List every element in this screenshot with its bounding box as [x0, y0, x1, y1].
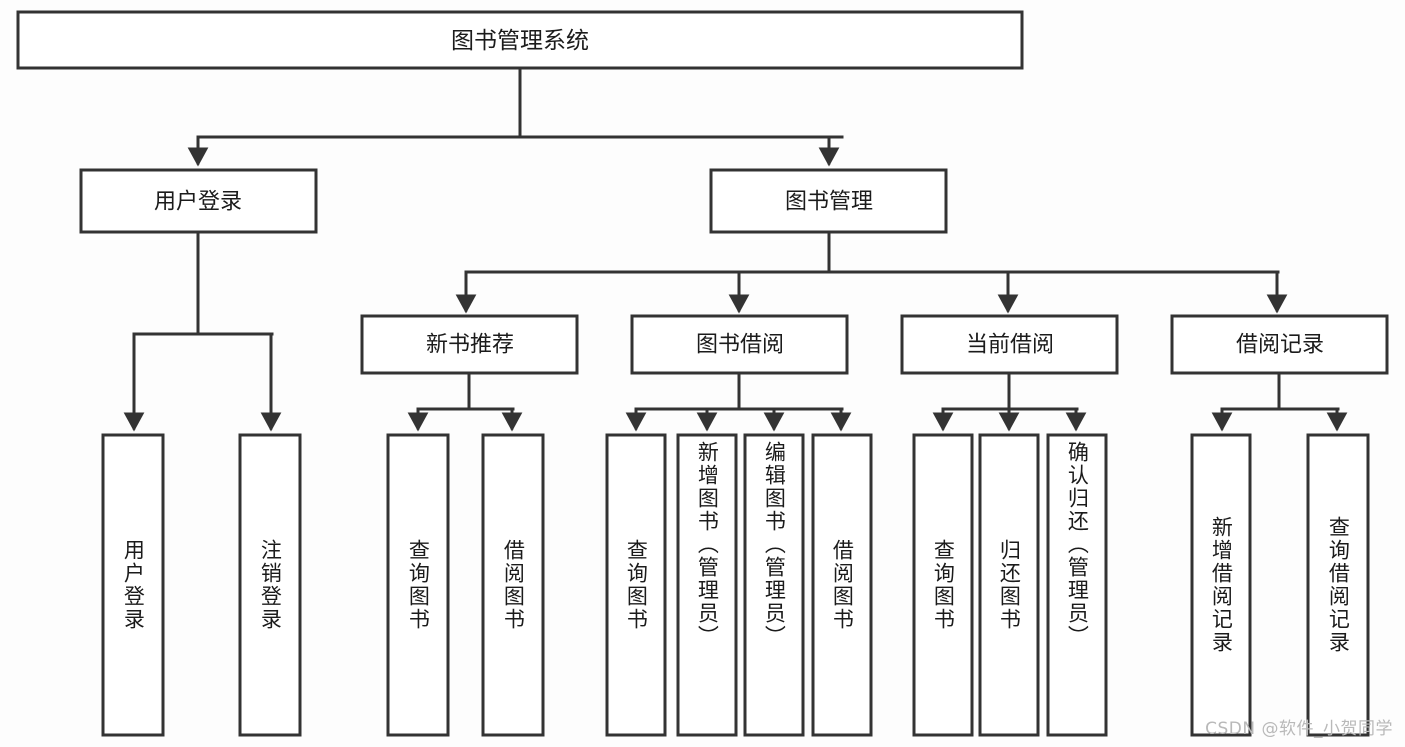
node-root[interactable]: 图书管理系统	[16, 10, 1024, 70]
leaf-box-query-borrow-record[interactable]	[1306, 433, 1370, 737]
leaf-box-logout[interactable]	[238, 433, 302, 737]
node-book-management-label: 图书管理	[785, 190, 873, 215]
connector-current-to-leaves	[932, 371, 1087, 432]
connector-root-to-level2	[187, 66, 844, 167]
leaf-box-edit-book-admin[interactable]	[743, 433, 805, 737]
connector-bookmgmt-to-level3	[455, 230, 1288, 314]
leaf-box-borrow-book-new[interactable]	[481, 433, 545, 737]
node-current-borrow-label: 当前借阅	[966, 333, 1054, 358]
connector-borrow-to-leaves	[625, 371, 852, 432]
leaf-box-return-book[interactable]	[978, 433, 1040, 737]
leaf-box-query-book-current[interactable]	[912, 433, 974, 737]
connector-records-to-leaves	[1211, 371, 1348, 432]
leaf-box-query-book-borrow[interactable]	[605, 433, 667, 737]
leaf-box-user-login[interactable]	[101, 433, 165, 737]
node-borrow-records[interactable]: 借阅记录	[1170, 314, 1389, 375]
node-root-label: 图书管理系统	[451, 28, 589, 54]
node-book-borrow-label: 图书借阅	[696, 333, 784, 358]
leaf-box-query-book-new[interactable]	[386, 433, 450, 737]
node-current-borrow[interactable]: 当前借阅	[900, 314, 1119, 375]
watermark-text: CSDN @软件_小贺同学	[1205, 719, 1393, 739]
leaf-box-add-book-admin[interactable]	[676, 433, 738, 737]
leaf-box-borrow-book[interactable]	[811, 433, 873, 737]
connector-newbook-to-leaves	[407, 371, 523, 432]
node-borrow-records-label: 借阅记录	[1236, 333, 1324, 358]
leaf-box-confirm-return-admin[interactable]	[1046, 433, 1108, 737]
node-new-book-recommend-label: 新书推荐	[426, 333, 514, 358]
leaf-boxes	[101, 433, 1370, 737]
node-new-book-recommend[interactable]: 新书推荐	[360, 314, 579, 375]
node-user-login-label: 用户登录	[154, 190, 242, 215]
node-user-login[interactable]: 用户登录	[79, 168, 318, 234]
connector-userlogin-to-leaves	[123, 230, 282, 432]
node-book-management[interactable]: 图书管理	[709, 168, 948, 234]
node-book-borrow[interactable]: 图书借阅	[630, 314, 849, 375]
leaf-box-add-borrow-record[interactable]	[1190, 433, 1252, 737]
